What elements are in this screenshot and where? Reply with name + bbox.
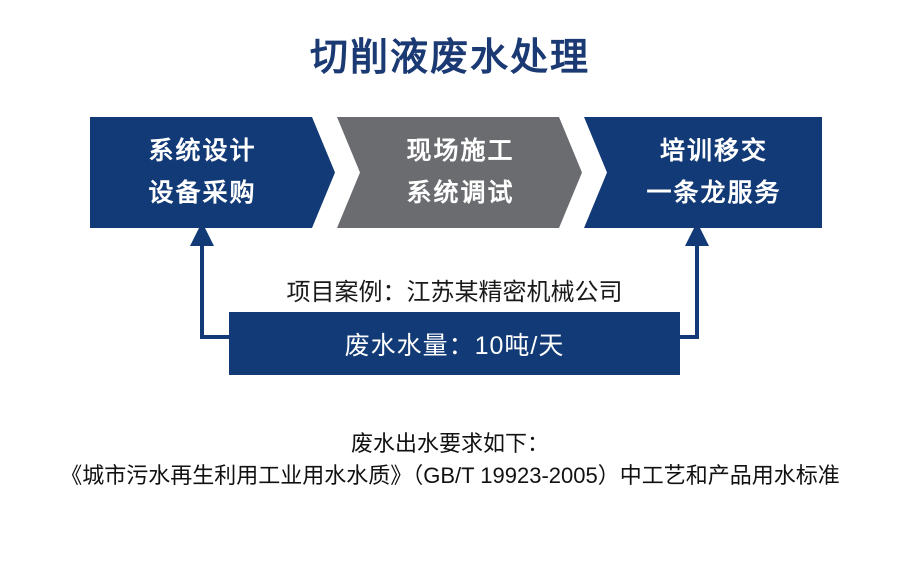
- page-title: 切削液废水处理: [309, 37, 590, 79]
- footnote-requirement-heading: 废水出水要求如下：: [350, 431, 549, 456]
- process-step-2-line-1: 现场施工: [406, 137, 515, 165]
- connector-left: [190, 222, 229, 339]
- process-step-3-line-1: 培训移交: [659, 137, 768, 165]
- process-step-system-design[interactable]: 系统设计 设备采购: [90, 117, 335, 228]
- footnote-standard-reference: 《城市污水再生利用工业用水水质》（GB/T 19923-2005）中工艺和产品用…: [60, 462, 840, 488]
- process-step-training-handover[interactable]: 培训移交 一条龙服务: [584, 117, 822, 228]
- process-step-site-construction[interactable]: 现场施工 系统调试: [337, 117, 582, 228]
- wastewater-volume-bar: 废水水量：10吨/天: [229, 312, 680, 375]
- process-step-1-line-1: 系统设计: [148, 137, 257, 165]
- process-step-2-line-2: 系统调试: [406, 178, 515, 207]
- process-step-3-line-2: 一条龙服务: [646, 178, 782, 207]
- process-step-1-line-2: 设备采购: [148, 178, 257, 207]
- wastewater-volume-label: 废水水量：10吨/天: [344, 331, 565, 360]
- project-case-caption: 项目案例：江苏某精密机械公司: [286, 279, 623, 306]
- connector-right: [680, 222, 709, 339]
- process-flow: 系统设计 设备采购 现场施工 系统调试 培训移交 一条龙服务: [90, 117, 822, 228]
- footnotes: 废水出水要求如下： 《城市污水再生利用工业用水水质》（GB/T 19923-20…: [0, 428, 900, 492]
